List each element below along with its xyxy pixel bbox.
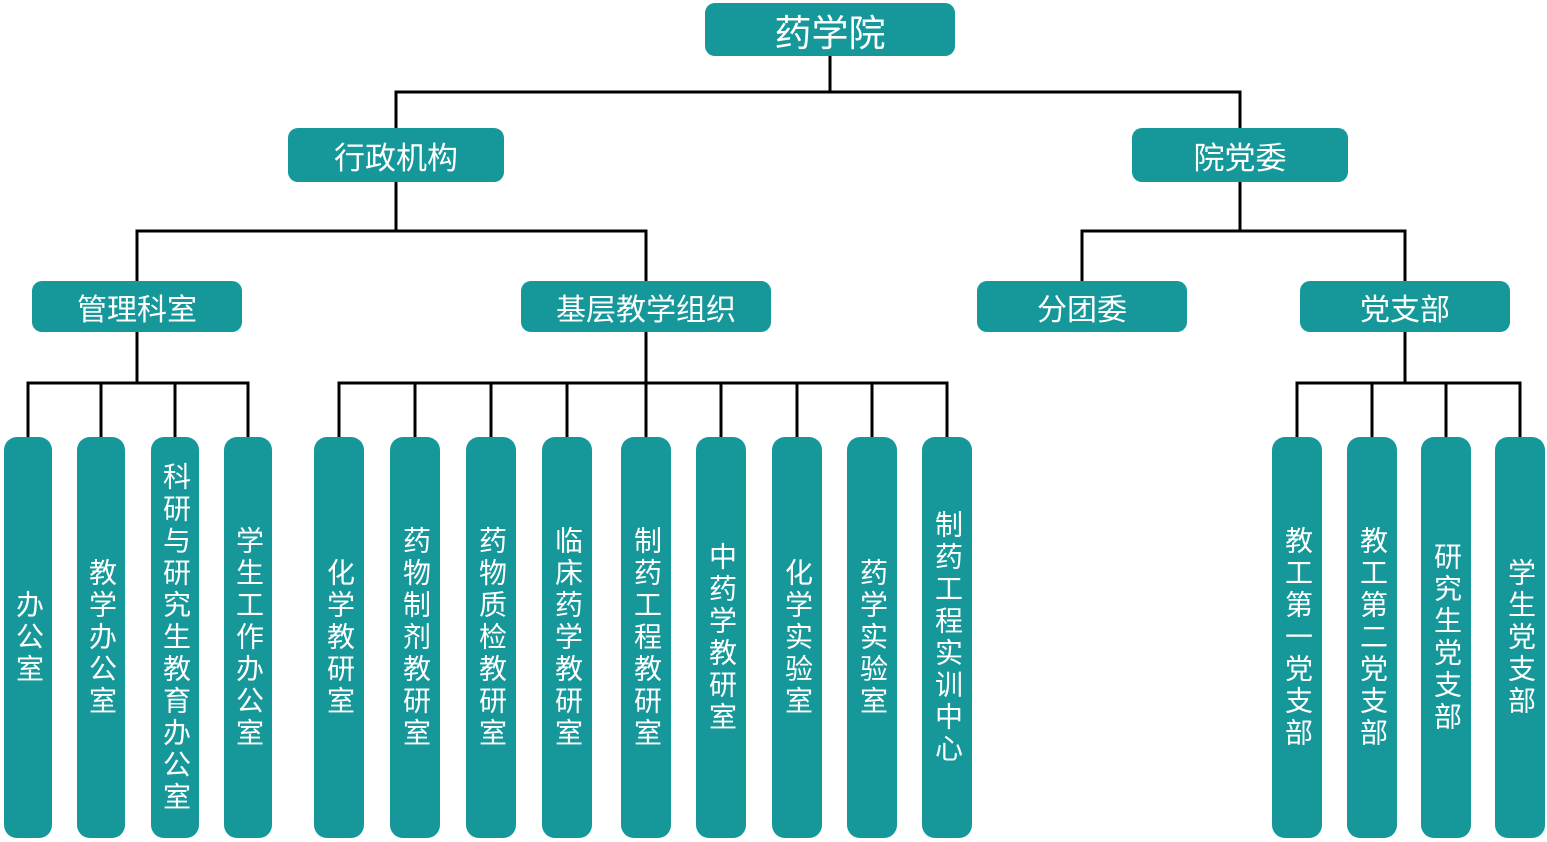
node-party-committee: 院党委 — [1132, 128, 1348, 182]
node-teaching-org: 基层教学组织 — [521, 281, 771, 332]
node-student-party-branch: 学生党支部 — [1495, 437, 1545, 838]
node-drug-quality-teaching: 药物质检教研室 — [466, 437, 516, 838]
node-management-offices: 管理科室 — [32, 281, 242, 332]
node-pharmacy-lab: 药学实验室 — [847, 437, 897, 838]
node-pharma-engineering-training-center: 制药工程实训中心 — [922, 437, 972, 838]
node-faculty-party-branch-1: 教工第一党支部 — [1272, 437, 1322, 838]
node-tcm-pharmacy-teaching: 中药学教研室 — [696, 437, 746, 838]
node-pharmacy-school: 药学院 — [705, 3, 955, 56]
node-administration: 行政机构 — [288, 128, 504, 182]
node-research-graduate-office: 科研与研究生教育办公室 — [151, 437, 199, 838]
node-chemistry-teaching: 化学教研室 — [314, 437, 364, 838]
node-youth-league: 分团委 — [977, 281, 1187, 332]
node-student-affairs-office: 学生工作办公室 — [224, 437, 272, 838]
node-party-branches: 党支部 — [1300, 281, 1510, 332]
node-clinical-pharmacy-teaching: 临床药学教研室 — [542, 437, 592, 838]
node-faculty-party-branch-2: 教工第二党支部 — [1347, 437, 1397, 838]
node-chemistry-lab: 化学实验室 — [772, 437, 822, 838]
node-graduate-party-branch: 研究生党支部 — [1421, 437, 1471, 838]
node-pharma-engineering-teaching: 制药工程教研室 — [621, 437, 671, 838]
node-teaching-office: 教学办公室 — [77, 437, 125, 838]
node-general-office: 办公室 — [4, 437, 52, 838]
node-pharmaceutics-teaching: 药物制剂教研室 — [390, 437, 440, 838]
